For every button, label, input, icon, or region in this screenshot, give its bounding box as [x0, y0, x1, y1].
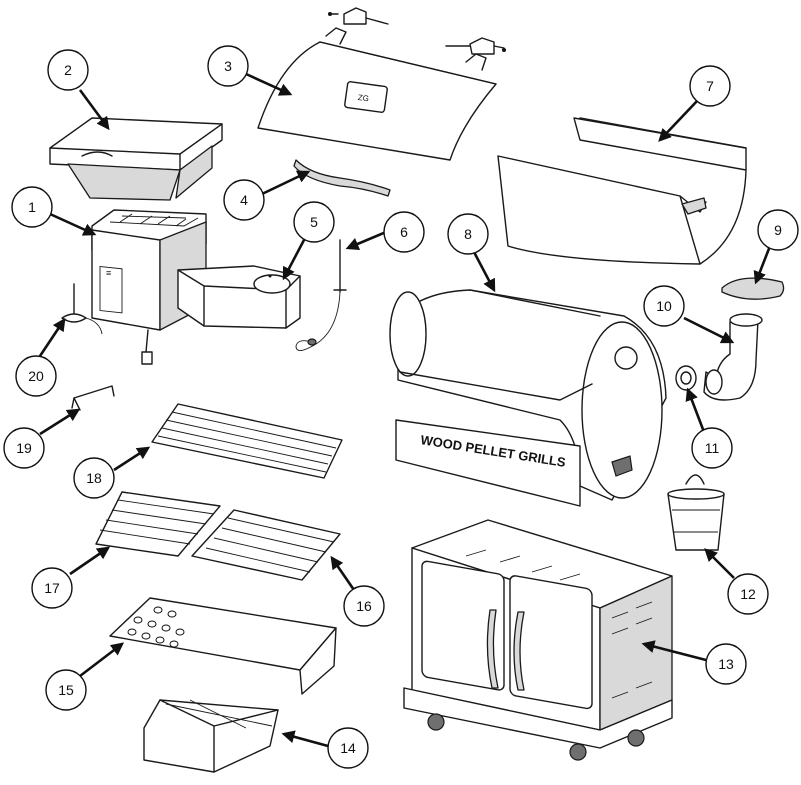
- chimney-gasket: [675, 365, 697, 391]
- callout-8-label: 8: [464, 226, 472, 242]
- callout-10: 10: [643, 285, 685, 327]
- barrel: [389, 289, 667, 507]
- temp-probe: [61, 283, 103, 335]
- grease-drain-pan: [109, 597, 337, 695]
- callout-4-label: 4: [240, 192, 248, 208]
- cooking-grate-right: [191, 509, 341, 581]
- callout-16: 16: [343, 585, 385, 627]
- heat-baffle: [497, 117, 747, 265]
- hook: [71, 385, 115, 411]
- callout-4: 4: [223, 179, 265, 221]
- callout-18: 18: [73, 457, 115, 499]
- hopper-lid: [49, 117, 223, 201]
- cabinet: [403, 519, 673, 761]
- callout-12-label: 12: [740, 586, 756, 602]
- svg-text:ZG: ZG: [357, 93, 369, 103]
- callout-11: 11: [691, 427, 733, 469]
- callout-20: 20: [15, 355, 57, 397]
- callout-15-label: 15: [58, 682, 74, 698]
- callout-1: 1: [11, 186, 53, 228]
- callout-9-label: 9: [774, 222, 782, 238]
- callout-7: 7: [689, 65, 731, 107]
- callout-14: 14: [327, 727, 369, 769]
- callout-20-label: 20: [28, 368, 44, 384]
- callout-13-label: 13: [718, 656, 734, 672]
- callout-11-label: 11: [705, 440, 720, 456]
- chimney-cap: [721, 277, 785, 300]
- callout-13: 13: [705, 643, 747, 685]
- callout-2: 2: [47, 49, 89, 91]
- callout-19-label: 19: [16, 440, 32, 456]
- callout-3: 3: [207, 45, 249, 87]
- callout-17: 17: [31, 567, 73, 609]
- callout-17-label: 17: [44, 580, 60, 596]
- auger-tube: [177, 265, 301, 329]
- callout-10-label: 10: [656, 298, 672, 314]
- leader-arrows: [38, 72, 772, 748]
- callout-12: 12: [727, 573, 769, 615]
- lid-handle: [293, 159, 391, 197]
- callout-6: 6: [383, 211, 425, 253]
- callout-16-label: 16: [356, 598, 372, 614]
- lid-hinges: [328, 7, 506, 55]
- callout-5: 5: [293, 201, 335, 243]
- chimney: [703, 313, 763, 401]
- callout-15: 15: [45, 669, 87, 711]
- callout-19: 19: [3, 427, 45, 469]
- callout-1-label: 1: [28, 199, 36, 215]
- cooking-grate-left: [95, 491, 221, 557]
- callout-18-label: 18: [86, 470, 102, 486]
- warming-rack: [151, 403, 343, 479]
- fire-pot: [143, 699, 279, 773]
- callout-7-label: 7: [706, 78, 714, 94]
- callout-2-label: 2: [64, 62, 72, 78]
- callout-5-label: 5: [310, 214, 318, 230]
- callout-14-label: 14: [340, 740, 356, 756]
- rtd-sensor: [295, 239, 347, 351]
- callout-9: 9: [757, 209, 799, 251]
- svg-text:≡: ≡: [106, 268, 111, 278]
- callout-8: 8: [447, 213, 489, 255]
- callout-3-label: 3: [224, 58, 232, 74]
- grease-bucket: [667, 474, 725, 551]
- barrel-lid: ZG: [257, 27, 497, 161]
- callout-6-label: 6: [400, 224, 408, 240]
